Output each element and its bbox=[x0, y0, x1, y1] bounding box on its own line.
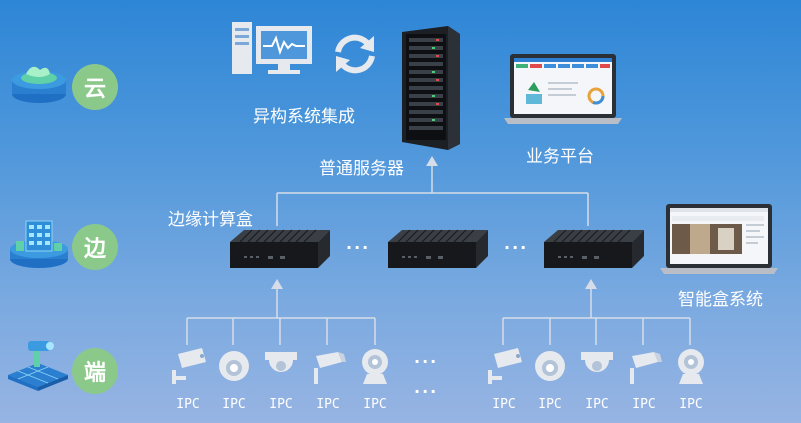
edge-ellipsis-1: ··· bbox=[346, 238, 371, 257]
ipc-label: IPC bbox=[492, 397, 516, 412]
smart-box-label: 智能盒系统 bbox=[678, 290, 763, 310]
ipc-label: IPC bbox=[176, 397, 200, 412]
edge-box-2 bbox=[388, 229, 488, 268]
edge-tier-icon bbox=[10, 220, 68, 268]
eyeball-camera-icon bbox=[219, 351, 249, 381]
ipc-label: IPC bbox=[316, 397, 340, 412]
monitor-icon bbox=[232, 22, 312, 74]
edge-box-label: 边缘计算盒 bbox=[168, 210, 253, 230]
end-tier-badge: 端 bbox=[72, 348, 118, 394]
server-rack-icon bbox=[402, 26, 460, 150]
sync-arrows-icon bbox=[335, 34, 375, 74]
heterogeneous-integration-label: 异构系统集成 bbox=[253, 107, 355, 127]
eyeball-camera-icon bbox=[535, 351, 565, 381]
edge-ellipsis-2: ··· bbox=[504, 238, 529, 257]
ipc-label: IPC bbox=[363, 397, 387, 412]
platform-label: 业务平台 bbox=[526, 147, 594, 167]
ball-camera-icon bbox=[362, 349, 388, 384]
edge-box-3 bbox=[544, 229, 644, 268]
ipc-label: IPC bbox=[222, 397, 246, 412]
end-tier-icon bbox=[8, 341, 68, 391]
ipc-label: IPC bbox=[585, 397, 609, 412]
edge-tier-badge: 边 bbox=[72, 224, 118, 270]
cloud-tier-icon bbox=[12, 66, 66, 103]
dome-camera-icon bbox=[265, 352, 297, 372]
ipc-label: IPC bbox=[679, 397, 703, 412]
bullet-camera-small-icon bbox=[314, 352, 346, 384]
edge-box-1 bbox=[230, 229, 330, 268]
smart-box-laptop-icon bbox=[660, 204, 778, 274]
bullet-camera-icon bbox=[488, 348, 522, 384]
ipc-label: IPC bbox=[538, 397, 562, 412]
end-ellipsis-2: ··· bbox=[414, 382, 439, 401]
platform-laptop-icon bbox=[504, 54, 622, 124]
dome-camera-icon bbox=[581, 352, 613, 372]
cloud-tier-badge: 云 bbox=[72, 64, 118, 110]
server-label: 普通服务器 bbox=[319, 159, 404, 179]
bullet-camera-icon bbox=[172, 348, 206, 384]
ipc-label: IPC bbox=[269, 397, 293, 412]
ipc-label: IPC bbox=[632, 397, 656, 412]
end-ellipsis-1: ··· bbox=[414, 352, 439, 371]
bullet-camera-small-icon bbox=[630, 352, 662, 384]
ball-camera-icon bbox=[678, 349, 704, 384]
